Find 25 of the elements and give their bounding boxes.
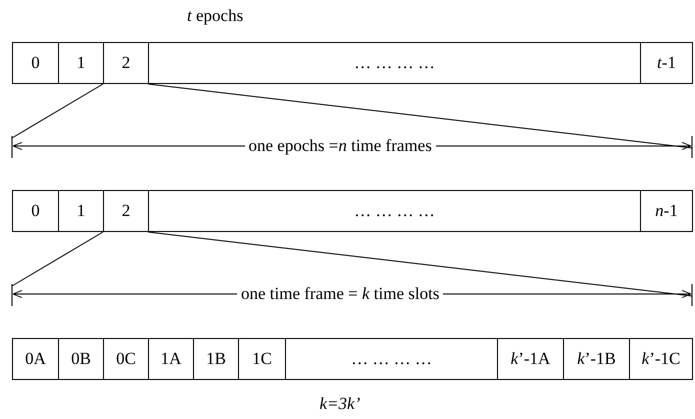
- slot-cell: 0A: [12, 338, 59, 380]
- zoom-line: [12, 232, 104, 286]
- epoch-cell: 0: [12, 42, 59, 84]
- frame-cell: 1: [58, 190, 104, 232]
- slot-cell: 0B: [58, 338, 104, 380]
- slot-cell: k’-1B: [563, 338, 630, 380]
- slot-cell: 1C: [238, 338, 286, 380]
- dimension-label: one epochs =n time frames: [244, 136, 436, 156]
- frame-cell: … … … …: [148, 190, 641, 232]
- zoom-line: [12, 84, 104, 138]
- slot-cell: … … … …: [285, 338, 498, 380]
- epoch-cell: t-1: [640, 42, 693, 84]
- frame-cell: n-1: [640, 190, 693, 232]
- zoom-line: [148, 232, 692, 296]
- epoch-cell: 1: [58, 42, 104, 84]
- slot-cell: 0C: [103, 338, 149, 380]
- zoom-line: [148, 84, 692, 148]
- slot-cell: 1A: [148, 338, 194, 380]
- slot-cell: k’-1C: [629, 338, 693, 380]
- frame-cell: 2: [103, 190, 149, 232]
- frame-cell: 0: [12, 190, 59, 232]
- slot-cell: k’-1A: [497, 338, 564, 380]
- epoch-cell: 2: [103, 42, 149, 84]
- slot-cell: 1B: [193, 338, 239, 380]
- epoch-cell: … … … …: [148, 42, 641, 84]
